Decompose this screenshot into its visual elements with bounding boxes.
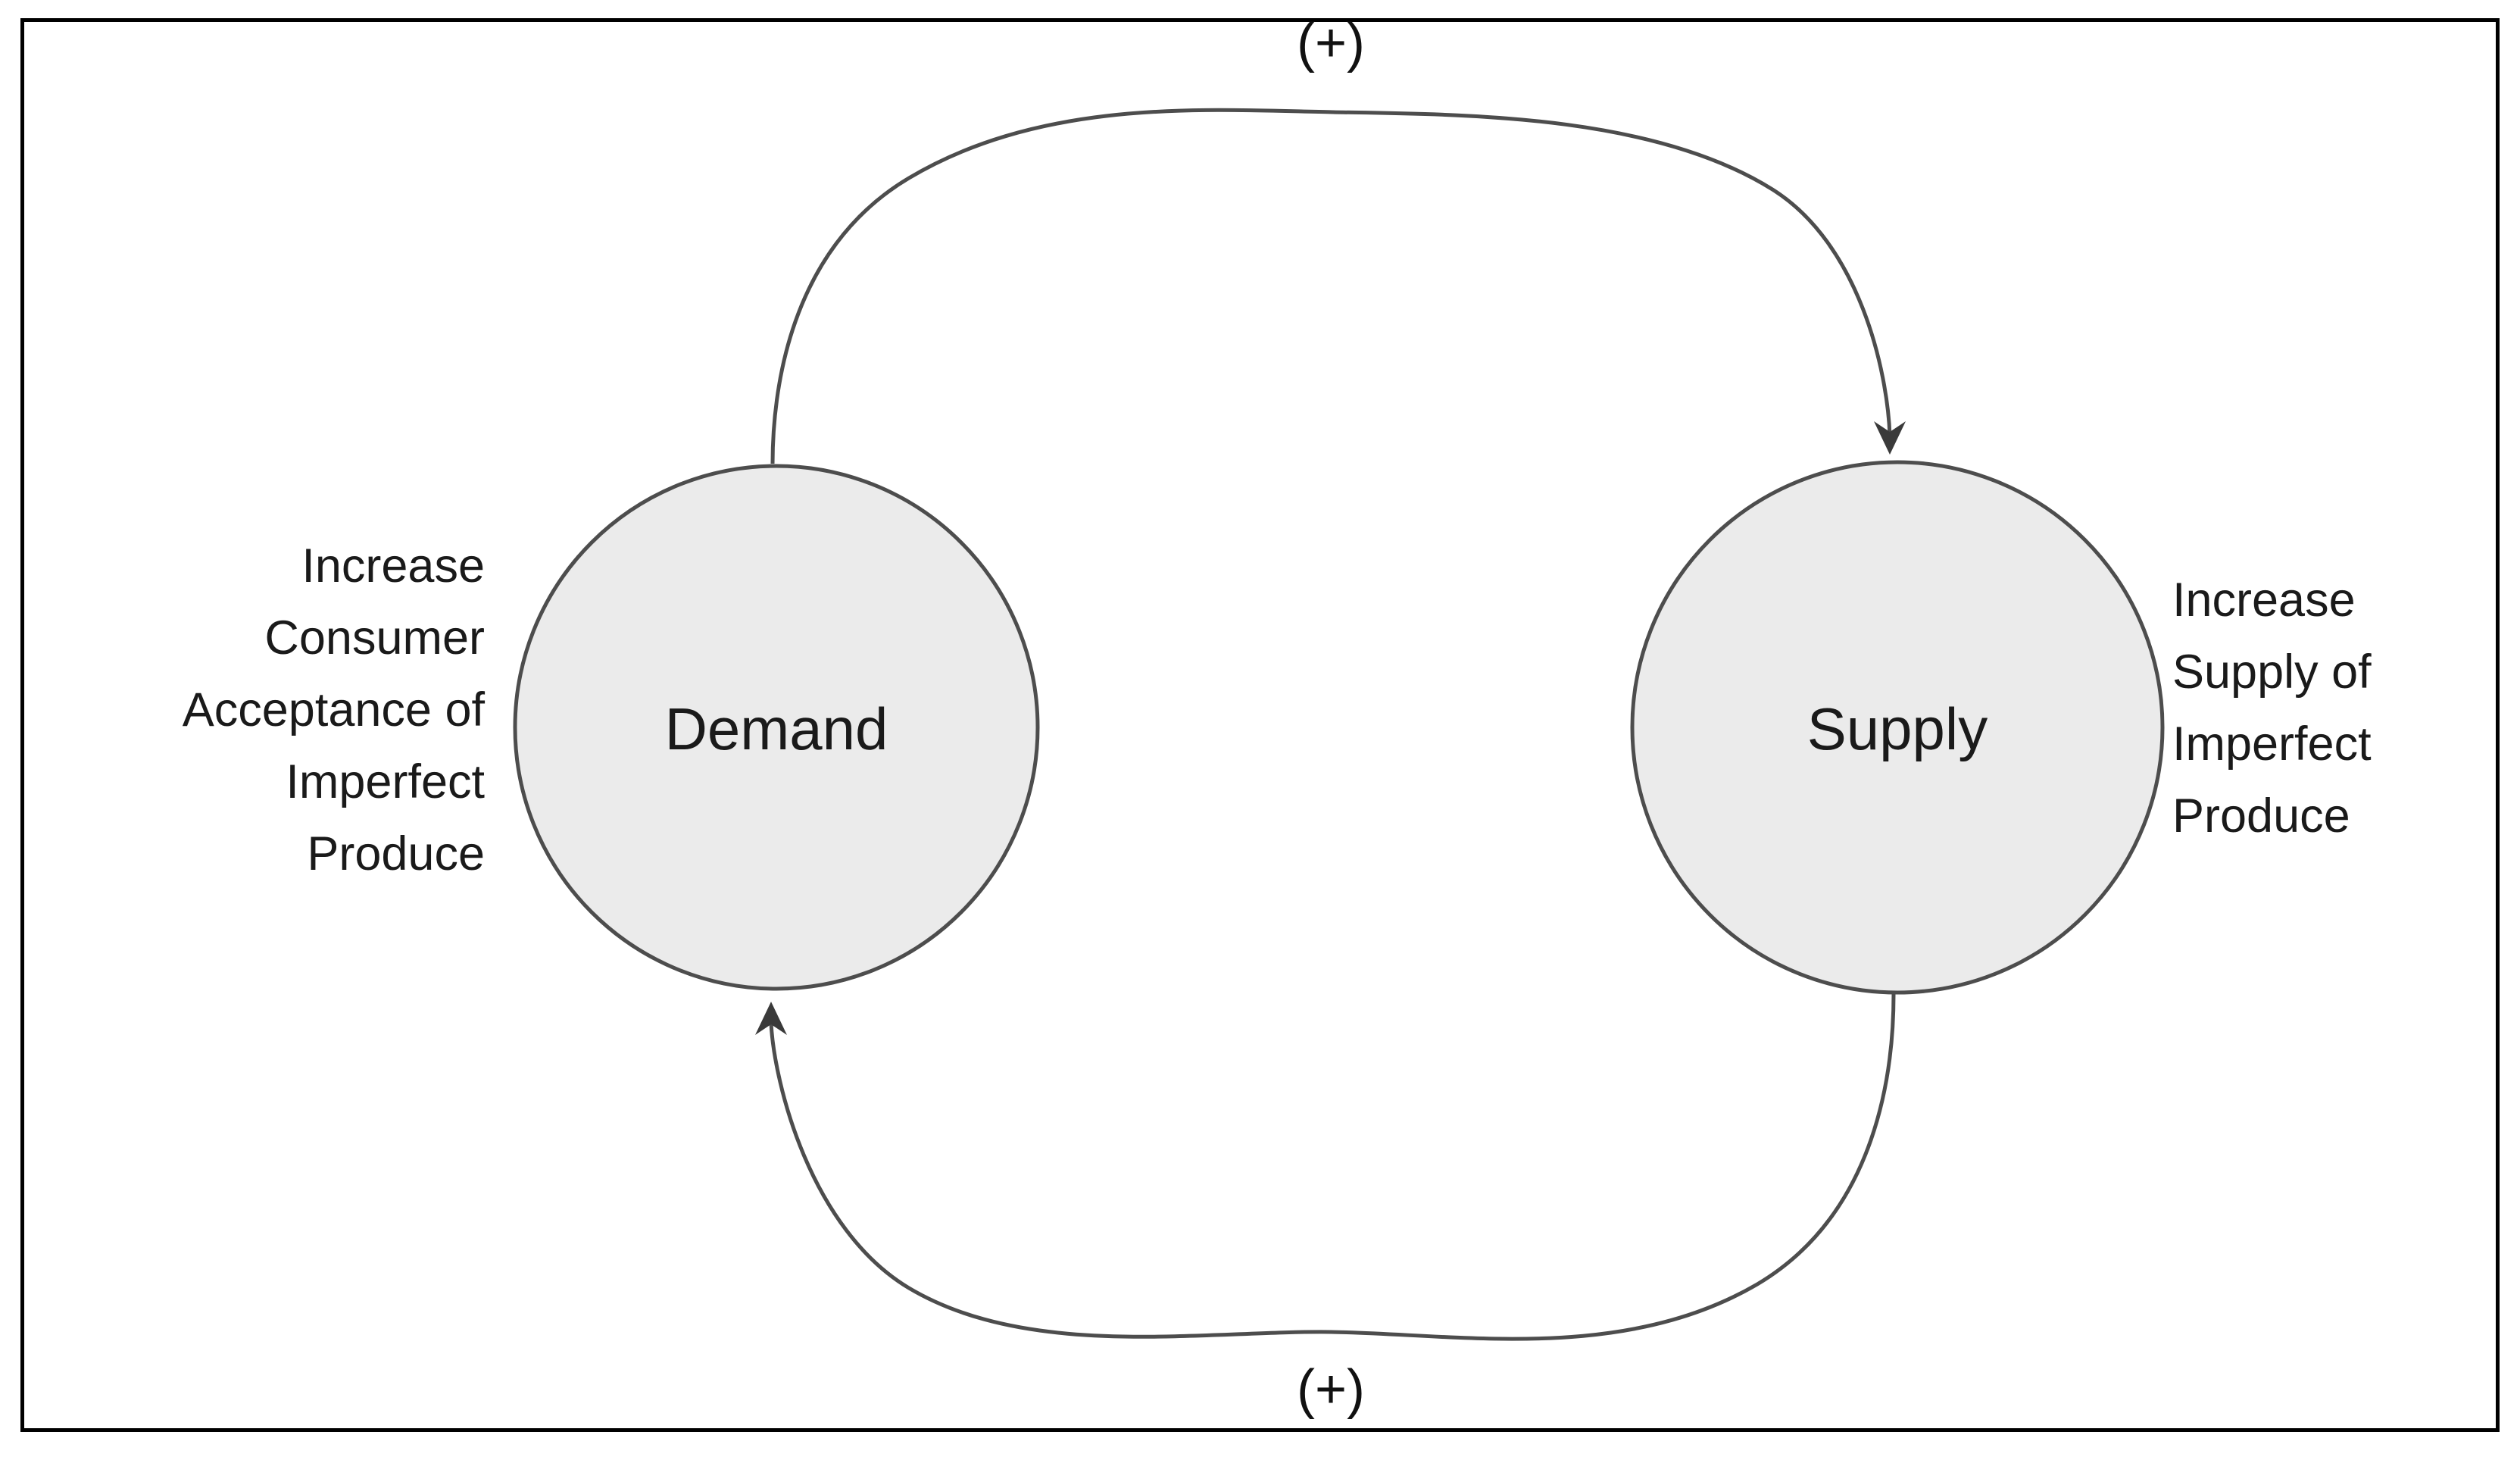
node-supply[interactable]: Supply	[1630, 460, 2165, 995]
supply-annotation-text: Increase Supply of Imperfect Produce	[2172, 574, 2372, 843]
node-demand-label: Demand	[665, 696, 888, 762]
link-path-bottom	[769, 993, 1896, 1341]
demand-annotation-text: Increase Consumer Acceptance of Imperfec…	[182, 539, 485, 880]
link-supply-to-demand[interactable]	[755, 993, 1896, 1341]
polarity-label-top: (+)	[1297, 13, 1365, 73]
polarity-label-bottom: (+)	[1297, 1359, 1365, 1420]
diagram-frame-border	[20, 18, 2500, 1432]
node-demand-circle[interactable]	[513, 464, 1040, 991]
arrowhead-into-supply-icon	[1874, 421, 1906, 455]
node-supply-label: Supply	[1807, 696, 1988, 762]
link-demand-to-supply[interactable]	[770, 108, 1906, 464]
link-path-top	[770, 108, 1892, 464]
arrowhead-into-demand-icon	[755, 1002, 787, 1035]
node-demand[interactable]: Demand	[513, 464, 1040, 991]
node-supply-circle[interactable]	[1630, 460, 2165, 995]
